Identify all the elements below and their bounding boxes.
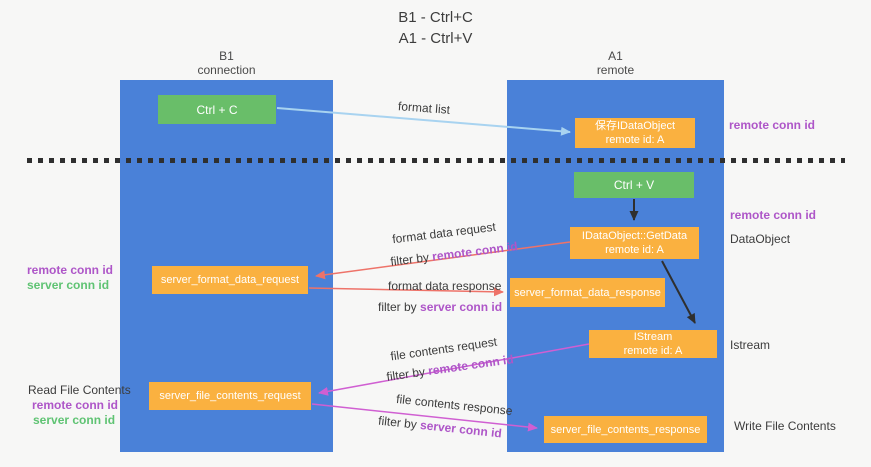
- node-server-file-contents-response-label: server_file_contents_response: [550, 423, 701, 436]
- node-idataobject-getdata-line2: remote id: A: [605, 244, 664, 256]
- lane-b1-header: B1 connection: [120, 49, 333, 77]
- lane-a1-role: remote: [596, 63, 635, 77]
- filter-by-text: filter by: [377, 413, 418, 432]
- server-conn-id-key: server conn id: [27, 278, 110, 292]
- file-contents-response-filter-label: filter by server conn id: [378, 414, 503, 441]
- node-ctrl-v: Ctrl + V: [574, 172, 694, 198]
- annotation-read-file-contents: Read File Contents: [28, 383, 131, 397]
- annotation-format-request-keys: remote conn id server conn id: [27, 263, 113, 293]
- node-ctrl-v-label: Ctrl + V: [613, 178, 655, 192]
- node-ctrl-c: Ctrl + C: [158, 95, 276, 124]
- diagram-title-line2: A1 - Ctrl+V: [398, 30, 473, 47]
- diagram-title-line1: B1 - Ctrl+C: [398, 9, 473, 26]
- node-server-file-contents-response: server_file_contents_response: [544, 416, 707, 443]
- annotation-remote-conn-id-save: remote conn id: [729, 118, 816, 132]
- format-data-request-label: format data request: [391, 219, 497, 247]
- node-save-idataobject: 保存IDataObject remote id: A: [575, 118, 695, 148]
- node-idataobject-getdata-line1: IDataObject::GetData: [581, 230, 688, 242]
- node-server-file-contents-request-label: server_file_contents_request: [159, 390, 301, 402]
- node-save-idataobject-line2: remote id: A: [605, 134, 665, 146]
- annotation-read-file-contents-block: Read File Contents remote conn id server…: [28, 383, 131, 428]
- server-conn-id-key: server conn id: [420, 300, 503, 314]
- file-contents-response-label: file contents response: [395, 391, 514, 419]
- annotation-write-file-contents: Write File Contents: [734, 419, 836, 433]
- node-ctrl-c-label: Ctrl + C: [196, 102, 238, 117]
- node-save-idataobject-line1: 保存IDataObject: [594, 120, 676, 132]
- remote-conn-id-key: remote conn id: [431, 239, 519, 264]
- format-data-response-label: format data response: [388, 279, 502, 293]
- format-data-response-filter-label: filter by server conn id: [378, 300, 502, 314]
- node-server-file-contents-request: server_file_contents_request: [149, 382, 311, 410]
- filter-by-text: filter by: [389, 250, 430, 269]
- node-idataobject-getdata: IDataObject::GetData remote id: A: [570, 227, 699, 259]
- node-server-format-data-response-label: server_format_data_response: [514, 286, 661, 299]
- server-conn-id-key: server conn id: [33, 413, 116, 427]
- filter-by-text: filter by: [385, 364, 426, 384]
- lane-b1-name: B1: [219, 49, 234, 63]
- lane-a1-header: A1 remote: [507, 49, 724, 77]
- server-conn-id-key: server conn id: [419, 417, 503, 441]
- lane-a1-name: A1: [608, 49, 623, 63]
- node-istream: IStream remote id: A: [589, 330, 717, 358]
- remote-conn-id-key: remote conn id: [32, 398, 119, 412]
- node-server-format-data-response: server_format_data_response: [510, 278, 665, 307]
- section-divider: [27, 158, 845, 163]
- diagram-title: B1 - Ctrl+C A1 - Ctrl+V: [0, 7, 871, 49]
- annotation-dataobject: DataObject: [730, 232, 791, 246]
- format-list-label: format list: [397, 99, 451, 117]
- annotation-remote-conn-id-dataobject: remote conn id: [730, 208, 817, 222]
- filter-by-text: filter by: [378, 300, 417, 314]
- node-server-format-data-request-label: server_format_data_request: [160, 274, 300, 286]
- node-server-format-data-request: server_format_data_request: [152, 266, 308, 294]
- node-istream-line2: remote id: A: [623, 345, 683, 357]
- remote-conn-id-key: remote conn id: [27, 263, 114, 277]
- node-istream-line1: IStream: [633, 331, 673, 343]
- lane-b1-role: connection: [197, 63, 256, 77]
- annotation-istream: Istream: [730, 338, 771, 352]
